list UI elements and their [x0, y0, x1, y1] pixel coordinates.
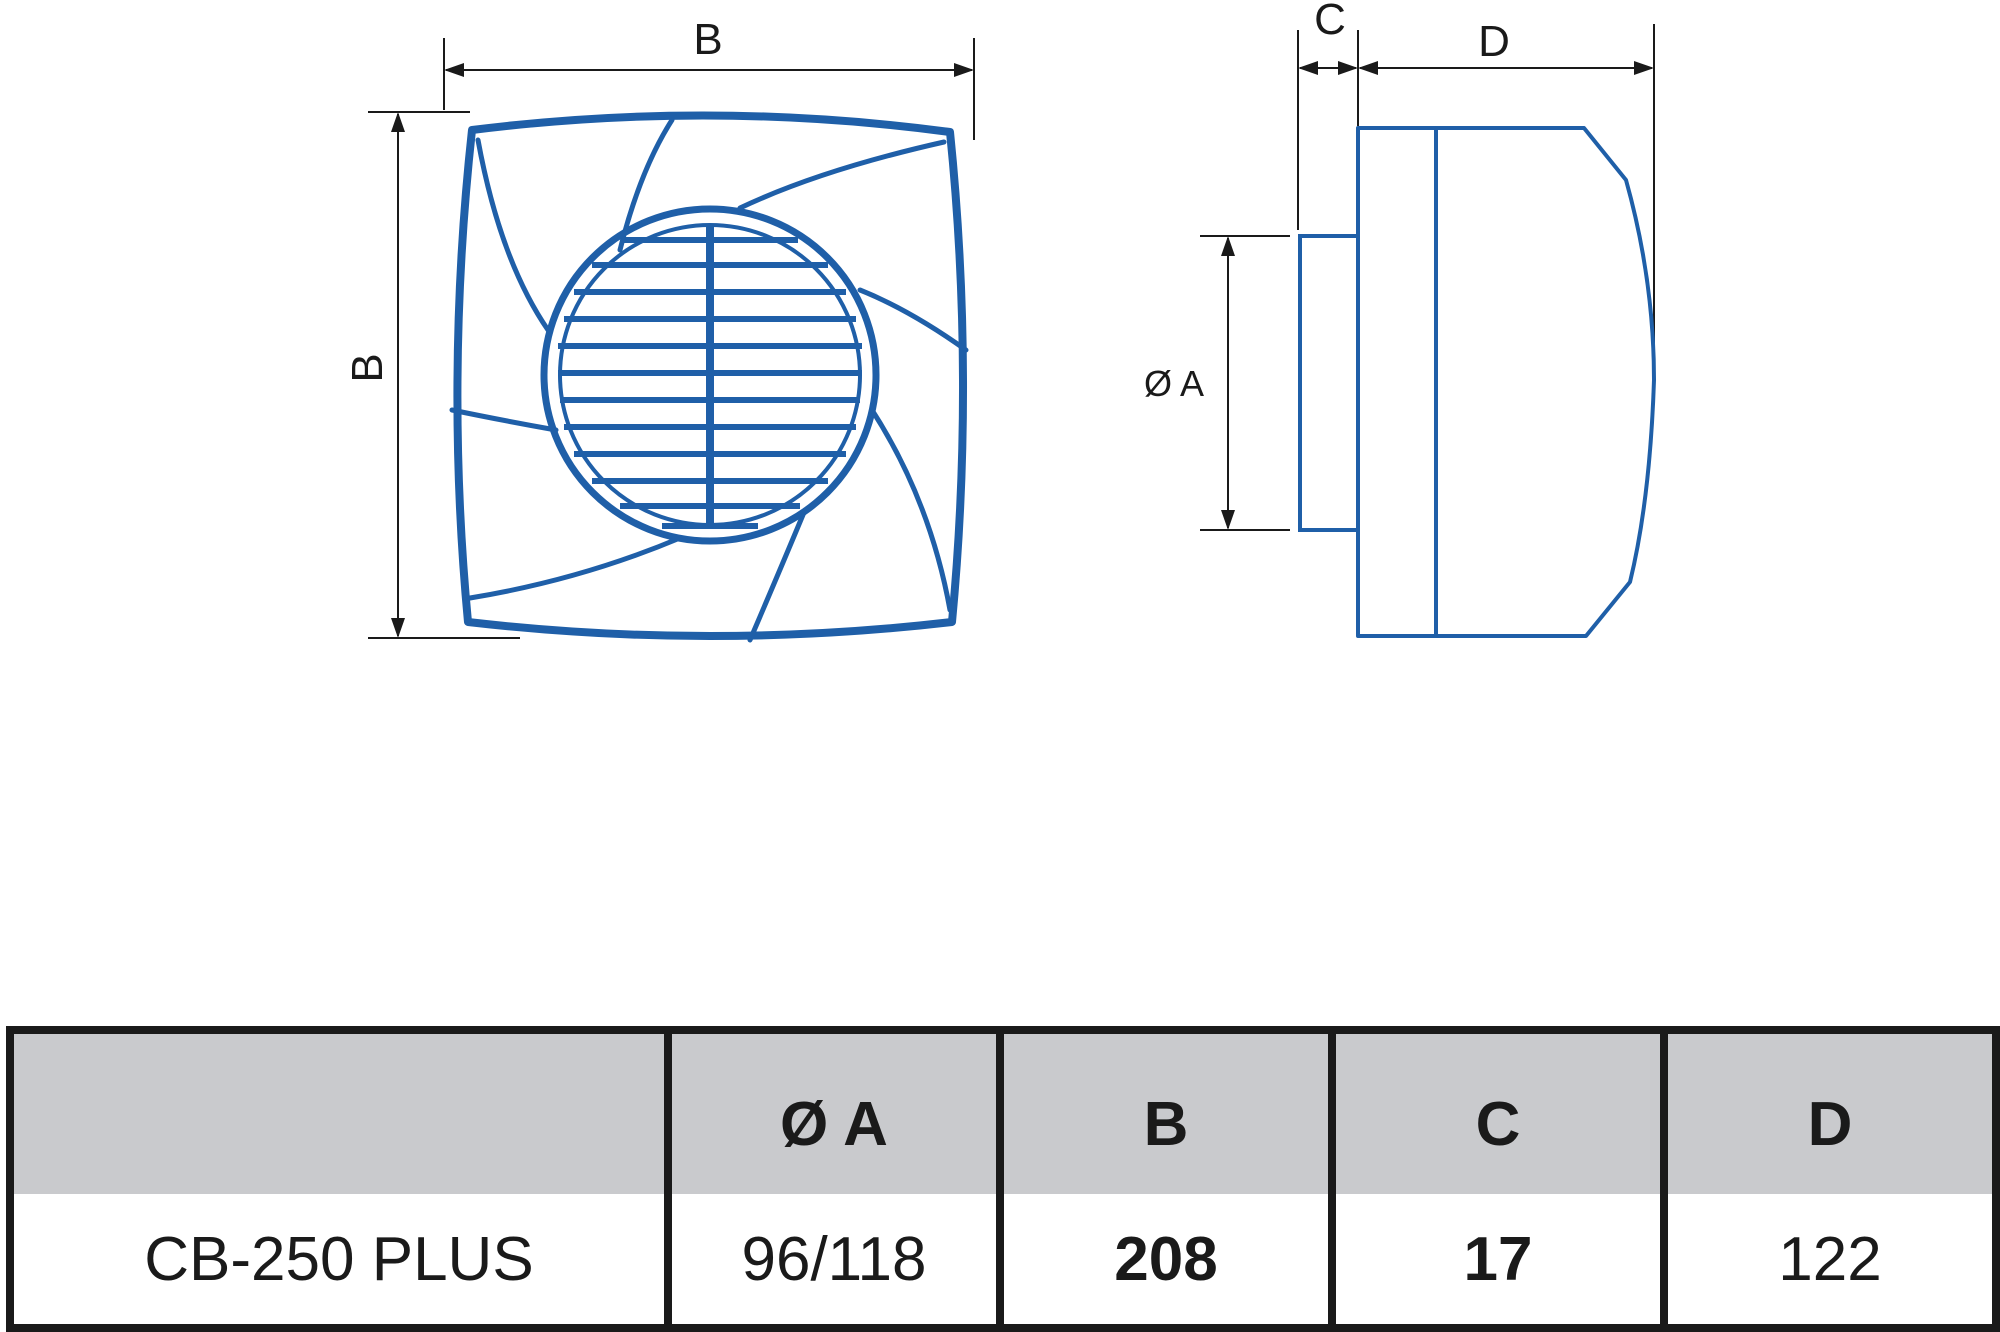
side-body-outline: [1356, 126, 1656, 638]
circular-grille: [540, 205, 880, 545]
side-diameter-dimension: Ø A: [1144, 235, 1290, 531]
side-d-label: D: [1478, 17, 1510, 66]
cell-c: 17: [1328, 1194, 1668, 1328]
cell-a: 96/118: [664, 1194, 1004, 1328]
spigot-outline: [1298, 234, 1360, 532]
front-height-dimension: B: [343, 111, 520, 639]
header-d: D: [1660, 1030, 2000, 1194]
header-b: B: [996, 1030, 1336, 1194]
front-width-label: B: [693, 15, 722, 64]
table-row: CB-250 PLUS 96/118 208 17 122: [6, 1194, 2000, 1328]
header-a: Ø A: [664, 1030, 1004, 1194]
cell-b: 208: [996, 1194, 1336, 1328]
front-view: B B: [343, 15, 975, 643]
header-model: [6, 1030, 672, 1194]
side-diameter-label: Ø A: [1144, 363, 1204, 404]
side-depth-dimensions: C D: [1297, 0, 1655, 370]
dimensions-table: Ø A B C D CB-250 PLUS 96/118 208 17 122: [6, 1026, 2000, 1332]
cell-d: 122: [1660, 1194, 2000, 1328]
side-c-label: C: [1314, 0, 1346, 44]
side-view: C D Ø A: [1144, 0, 1656, 638]
front-width-dimension: B: [443, 15, 975, 140]
front-height-label: B: [343, 353, 392, 382]
table-header-row: Ø A B C D: [6, 1030, 2000, 1194]
header-c: C: [1328, 1030, 1668, 1194]
technical-drawing: B B: [343, 0, 1656, 643]
fan-cover-outline: [453, 111, 968, 640]
cell-model: CB-250 PLUS: [6, 1194, 672, 1328]
swirl-blades: [449, 117, 969, 643]
